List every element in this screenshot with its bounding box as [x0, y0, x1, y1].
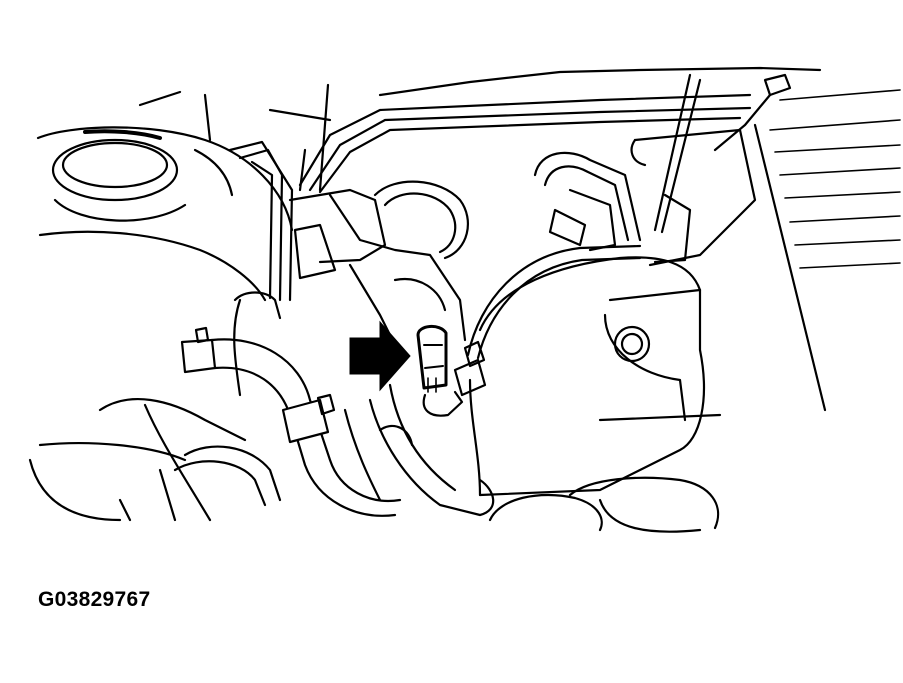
figure-code-label: G03829767 — [38, 588, 151, 611]
sensor-harness — [453, 244, 642, 397]
brake-lines — [228, 83, 752, 302]
sensor-component — [416, 325, 464, 417]
radiator — [713, 73, 901, 412]
cowl-panel — [138, 66, 822, 142]
lower-left-hoses — [28, 291, 495, 522]
throttle-body — [288, 180, 469, 347]
right-arrow-icon — [349, 320, 411, 392]
strut-tower — [36, 126, 294, 302]
line-coupling — [533, 151, 692, 264]
dipstick — [630, 73, 757, 267]
heater-hose — [180, 326, 402, 517]
engine-block — [468, 256, 722, 497]
lower-components — [488, 476, 720, 533]
